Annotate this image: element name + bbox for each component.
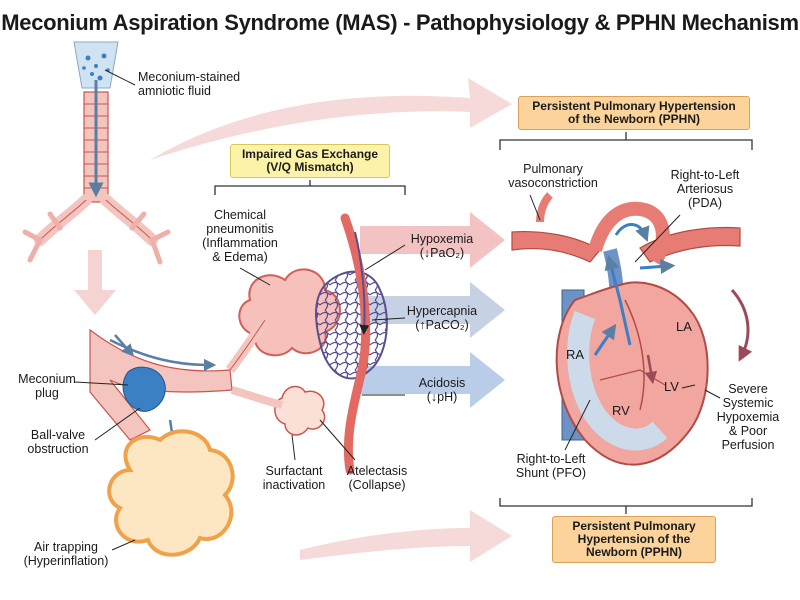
label-la: LA [676, 319, 692, 334]
label-air-trapping: Air trapping(Hyperinflation) [23, 540, 109, 568]
label-atelectasis: Atelectasis(Collapse) [346, 464, 408, 492]
flow-arrow-top [150, 78, 512, 160]
label-rv: RV [612, 403, 630, 418]
air-trap-alveolus [107, 429, 235, 557]
trachea-illustration [22, 41, 171, 265]
severe-hypoxemia-arrow [730, 288, 753, 362]
label-hypoxemia: Hypoxemia(↓PaO₂) [410, 232, 474, 260]
flow-arrow-bottom [300, 510, 512, 562]
pphn-bottom-bracket [499, 498, 753, 514]
acidosis-arrow [360, 352, 505, 408]
hypoxemia-arrow [360, 212, 505, 268]
label-impaired-gas-exchange: Impaired Gas Exchange(V/Q Mismatch) [230, 144, 390, 178]
capillary-mesh [315, 270, 388, 380]
label-lv: LV [664, 379, 679, 394]
label-hypercapnia: Hypercapnia(↑PaCO₂) [406, 304, 478, 332]
label-acidosis: Acidosis(↓pH) [418, 376, 466, 404]
hypercapnia-arrow [360, 282, 505, 338]
page-title: Meconium Aspiration Syndrome (MAS) - Pat… [1, 10, 799, 35]
heart-illustration [511, 192, 741, 466]
gas-exchange-bracket [214, 180, 406, 195]
label-ra: RA [566, 347, 585, 362]
bronchus-illustration [89, 328, 233, 477]
atelectasis-alveoli [274, 385, 326, 436]
blood-vessel [340, 213, 371, 475]
pphn-top-bracket [499, 132, 753, 150]
flow-arrow-down [74, 250, 116, 315]
meconium-plug-shape [122, 366, 166, 412]
